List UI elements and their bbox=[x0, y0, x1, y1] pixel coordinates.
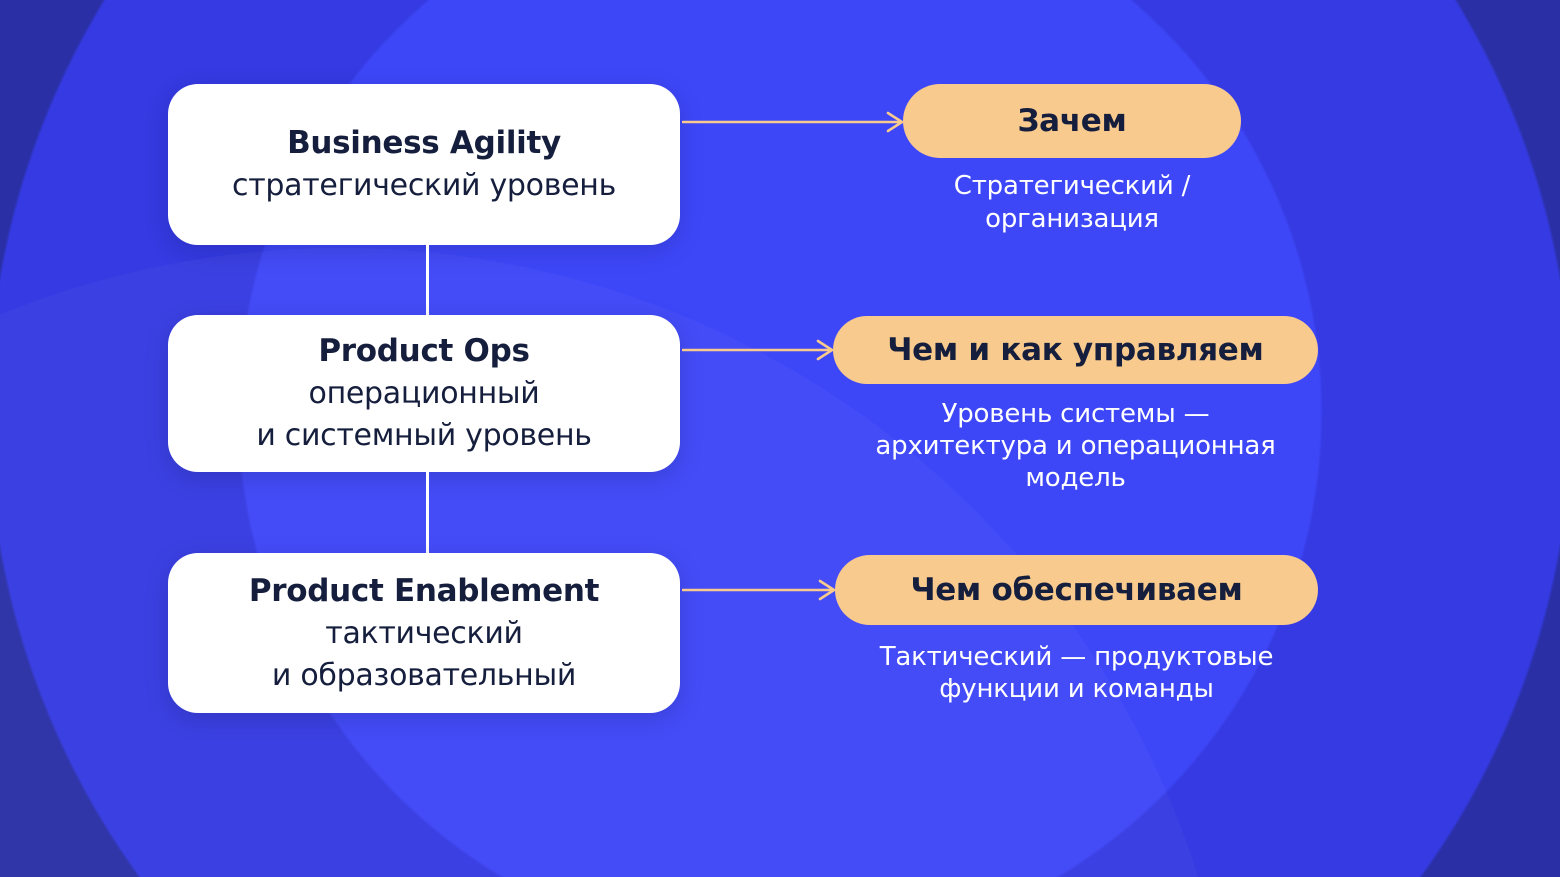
card-subtitle-line: стратегический уровень bbox=[232, 168, 616, 203]
card-subtitle-line: тактический bbox=[325, 615, 523, 651]
connector-line bbox=[426, 472, 429, 553]
card-subtitle-line: и системный уровень bbox=[256, 418, 592, 453]
caption-tactical: Тактический — продуктовые функции и кома… bbox=[815, 641, 1338, 705]
card-product-ops: Product Ops операционный и системный уро… bbox=[168, 315, 680, 472]
caption-line: организация bbox=[985, 204, 1159, 234]
caption-system-level: Уровень системы — архитектура и операцио… bbox=[813, 398, 1338, 494]
card-title: Product Ops bbox=[318, 333, 530, 369]
pill-what-we-provide: Чем обеспечиваем bbox=[835, 555, 1318, 625]
arrow-right-icon bbox=[682, 111, 904, 133]
card-product-enablement: Product Enablement тактический и образов… bbox=[168, 553, 680, 713]
pill-what-and-how-we-manage: Чем и как управляем bbox=[833, 316, 1318, 384]
caption-line: архитектура и операционная bbox=[875, 431, 1276, 461]
card-subtitle-line: операционный bbox=[308, 376, 540, 411]
caption-line: Стратегический / bbox=[953, 171, 1191, 201]
caption-line: модель bbox=[1025, 463, 1126, 493]
pill-label: Зачем bbox=[1017, 103, 1127, 139]
pill-label: Чем обеспечиваем bbox=[910, 572, 1243, 608]
caption-line: Уровень системы — bbox=[941, 399, 1210, 429]
card-title: Business Agility bbox=[287, 125, 561, 161]
arrow-right-icon bbox=[682, 579, 836, 601]
caption-line: Тактический — продуктовые bbox=[879, 642, 1274, 672]
caption-strategic: Стратегический / организация bbox=[883, 170, 1261, 236]
caption-line: функции и команды bbox=[939, 674, 1214, 704]
connector-line bbox=[426, 245, 429, 315]
pill-why: Зачем bbox=[903, 84, 1241, 158]
card-title: Product Enablement bbox=[248, 572, 600, 609]
pill-label: Чем и как управляем bbox=[887, 332, 1264, 368]
card-business-agility: Business Agility стратегический уровень bbox=[168, 84, 680, 245]
card-subtitle-line: и образовательный bbox=[271, 657, 577, 693]
arrow-right-icon bbox=[682, 339, 834, 361]
